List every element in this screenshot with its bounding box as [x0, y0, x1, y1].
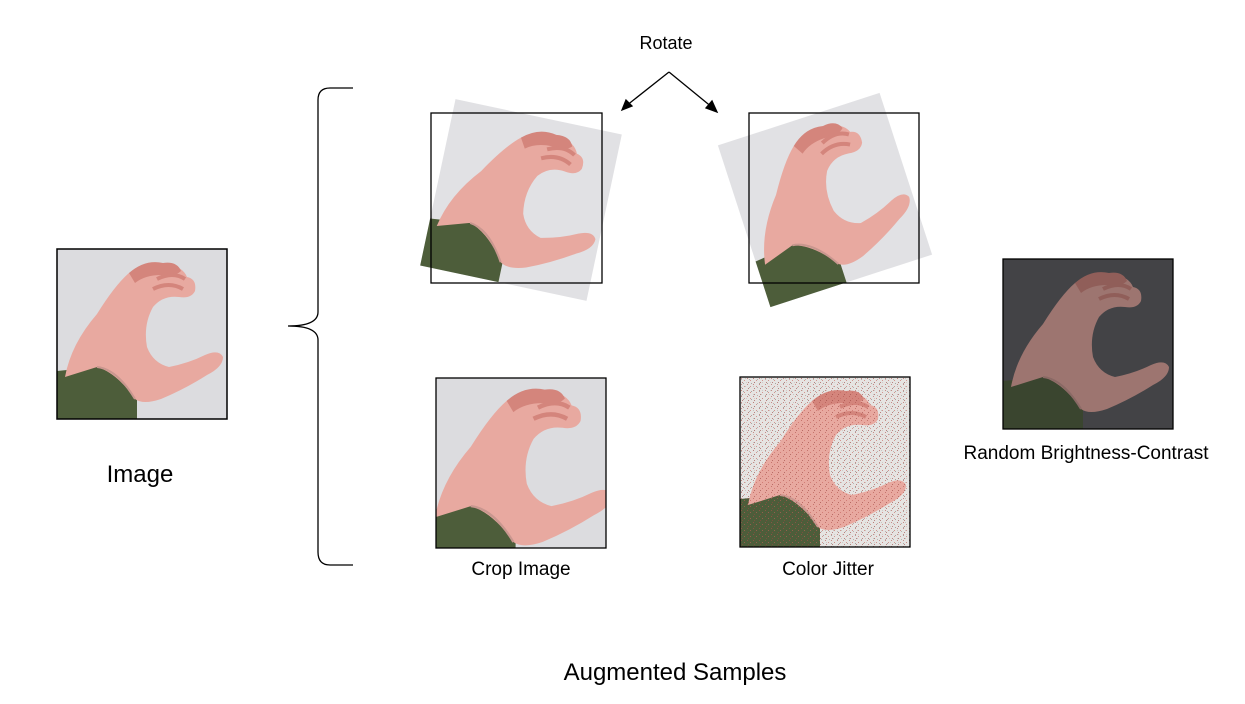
color-jitter-label: Color Jitter [782, 559, 874, 580]
rotated-sample-cw [717, 92, 933, 310]
crop-image-label: Crop Image [471, 559, 571, 580]
augmented-samples-label: Augmented Samples [563, 659, 787, 686]
original-image [55, 248, 228, 421]
image-label: Image [106, 461, 174, 488]
brightness-contrast-sample [1001, 258, 1174, 431]
rotated-sample-ccw [418, 99, 622, 302]
color-jitter-sample [738, 376, 911, 549]
brightness-contrast-label: Random Brightness-Contrast [963, 443, 1209, 464]
rotate-label: Rotate [639, 33, 693, 53]
branching-arrows-icon [620, 71, 719, 114]
crop-sample [435, 377, 607, 549]
left-curly-brace-icon [287, 87, 353, 566]
